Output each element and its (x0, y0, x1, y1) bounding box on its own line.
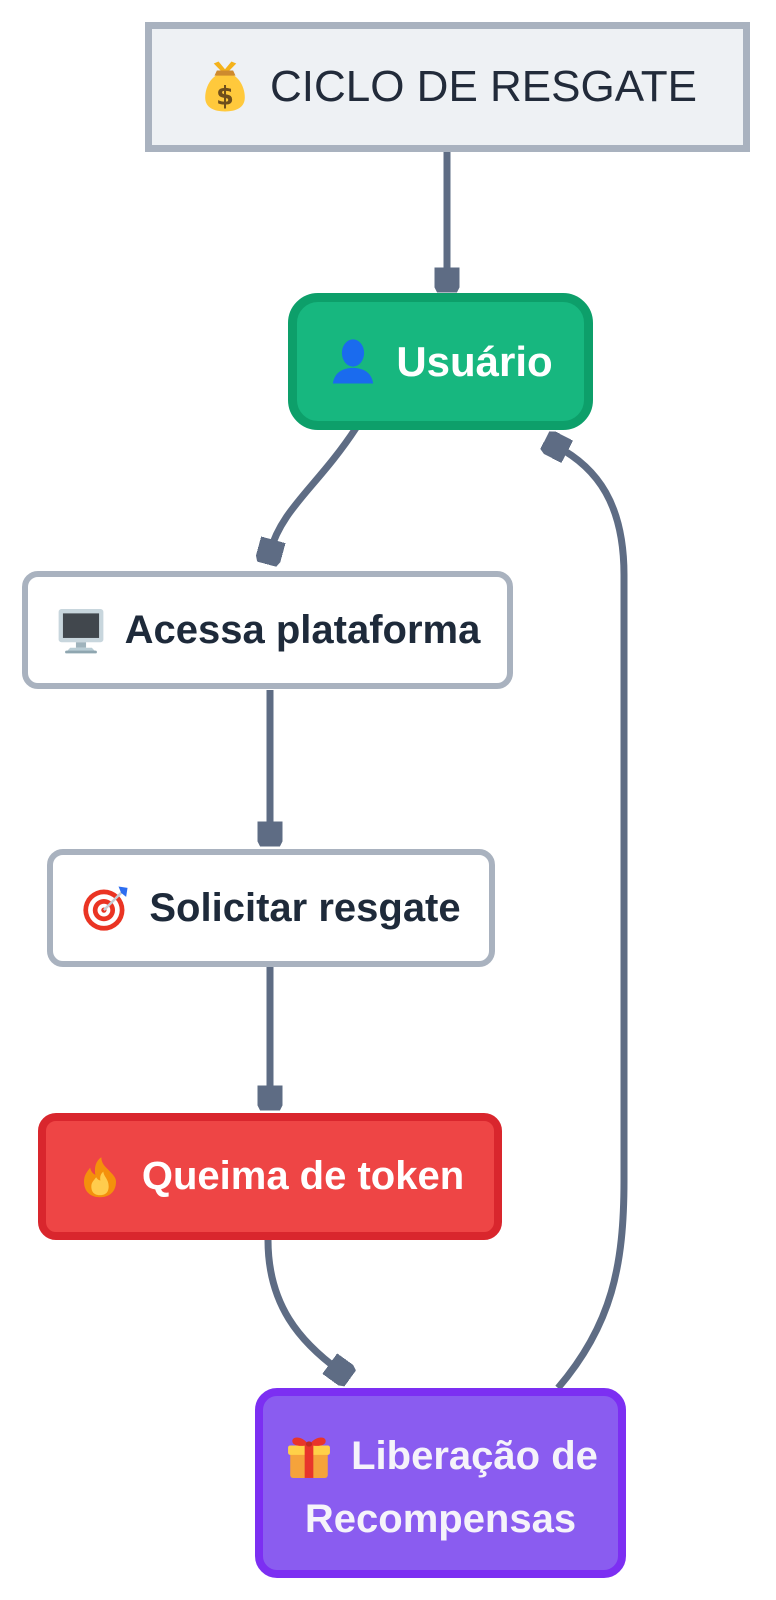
money-bag-icon: $ (198, 60, 252, 114)
edge-liberacao-to-usuario (556, 446, 628, 1391)
node-label: Solicitar resgate (149, 885, 461, 930)
svg-text:$: $ (216, 81, 234, 111)
computer-icon (55, 604, 107, 656)
gift-icon (283, 1431, 335, 1483)
target-icon (81, 883, 131, 933)
node-label: Usuário (396, 337, 553, 385)
node-solicitar-resgate: Solicitar resgate (47, 849, 495, 967)
edge-usuario-to-acessa (270, 426, 359, 552)
node-label-line-1: Liberação de (351, 1434, 598, 1478)
node-queima-de-token: Queima de token (38, 1113, 502, 1240)
node-acessa-plataforma: Acessa plataforma (22, 571, 513, 689)
liberacao-line-1: Liberação de (283, 1431, 598, 1483)
node-ciclo-de-resgate: $ CICLO DE RESGATE (145, 22, 750, 152)
fire-icon (76, 1153, 124, 1201)
node-label: Queima de token (141, 1154, 465, 1198)
title-label: CICLO DE RESGATE (269, 62, 698, 111)
user-icon (328, 337, 378, 387)
node-label: Acessa plataforma (124, 607, 481, 652)
node-label-line-2: Recompensas (304, 1496, 577, 1541)
liberacao-line-2: Recompensas (305, 1497, 576, 1542)
node-liberacao-de-recompensas: Liberação de Recompensas (255, 1388, 626, 1578)
edge-queima-to-liberacao (264, 1239, 340, 1371)
node-usuario: Usuário (288, 293, 593, 430)
